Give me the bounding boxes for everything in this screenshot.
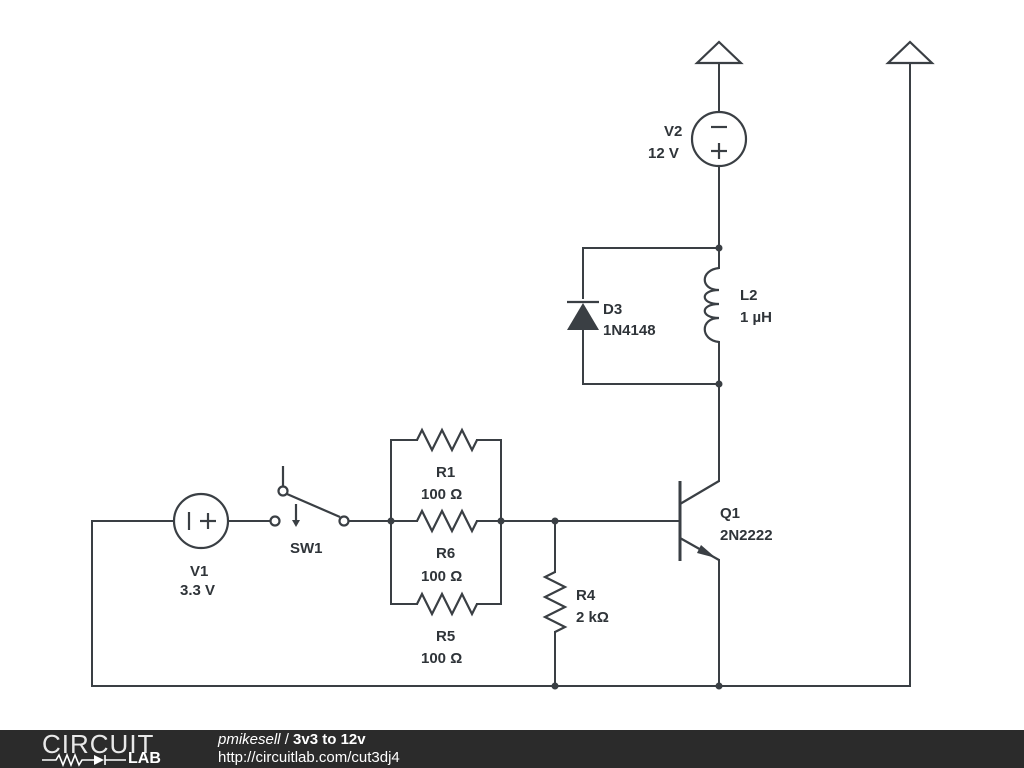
- d3-value: 1N4148: [603, 322, 656, 339]
- circuitlab-logo-lab: LAB: [128, 750, 161, 767]
- r5-name: R5: [436, 628, 455, 645]
- r5-value: 100 Ω: [421, 650, 462, 667]
- q1-value: 2N2222: [720, 527, 773, 544]
- d3-diode-symbol[interactable]: [567, 300, 599, 330]
- r1-value: 100 Ω: [421, 486, 462, 503]
- r4-name: R4: [576, 587, 596, 604]
- circuitlab-logo-waveform-icon: [42, 752, 126, 768]
- l2-value: 1 µH: [740, 309, 772, 326]
- r6-resistor-symbol[interactable]: [416, 508, 478, 534]
- footer-separator: /: [280, 731, 294, 748]
- r6-value: 100 Ω: [421, 568, 462, 585]
- v2-name: V2: [664, 123, 682, 140]
- r6-name: R6: [436, 545, 455, 562]
- supply-arrow-right-rail: [885, 40, 935, 65]
- r5-resistor-symbol[interactable]: [416, 591, 478, 617]
- footer-url-link[interactable]: http://circuitlab.com/cut3dj4: [218, 749, 400, 766]
- q1-name: Q1: [720, 505, 740, 522]
- supply-arrow-v2: [694, 40, 744, 65]
- wires: [91, 62, 911, 687]
- r4-value: 2 kΩ: [576, 609, 609, 626]
- sw1-switch-symbol[interactable]: [269, 466, 350, 527]
- d3-name: D3: [603, 301, 622, 318]
- v2-value: 12 V: [648, 145, 679, 162]
- q1-transistor-symbol[interactable]: [678, 480, 720, 561]
- l2-name: L2: [740, 287, 758, 304]
- schematic-canvas: V1 3.3 V V2 12 V SW1 R1 100 Ω R6 100 Ω R…: [91, 40, 935, 690]
- r1-resistor-symbol[interactable]: [416, 427, 478, 453]
- r4-resistor-symbol[interactable]: [542, 571, 568, 633]
- footer-bar: CIRCUIT LAB pmikesell / 3v3 to 12v http:…: [0, 730, 1024, 768]
- v1-name: V1: [190, 563, 208, 580]
- v1-source-symbol[interactable]: [172, 492, 230, 550]
- footer-user-link[interactable]: pmikesell: [218, 731, 281, 748]
- l2-inductor-symbol[interactable]: [703, 266, 720, 344]
- v1-value: 3.3 V: [180, 582, 215, 599]
- r1-name: R1: [436, 464, 455, 481]
- junction-dots: [387, 244, 723, 690]
- footer-circuit-title[interactable]: 3v3 to 12v: [293, 731, 366, 748]
- sw1-name: SW1: [290, 540, 323, 557]
- footer-title-line: pmikesell / 3v3 to 12v: [218, 731, 366, 749]
- v2-source-symbol[interactable]: [690, 110, 748, 168]
- circuitlab-logo-top: CIRCUIT: [42, 729, 155, 759]
